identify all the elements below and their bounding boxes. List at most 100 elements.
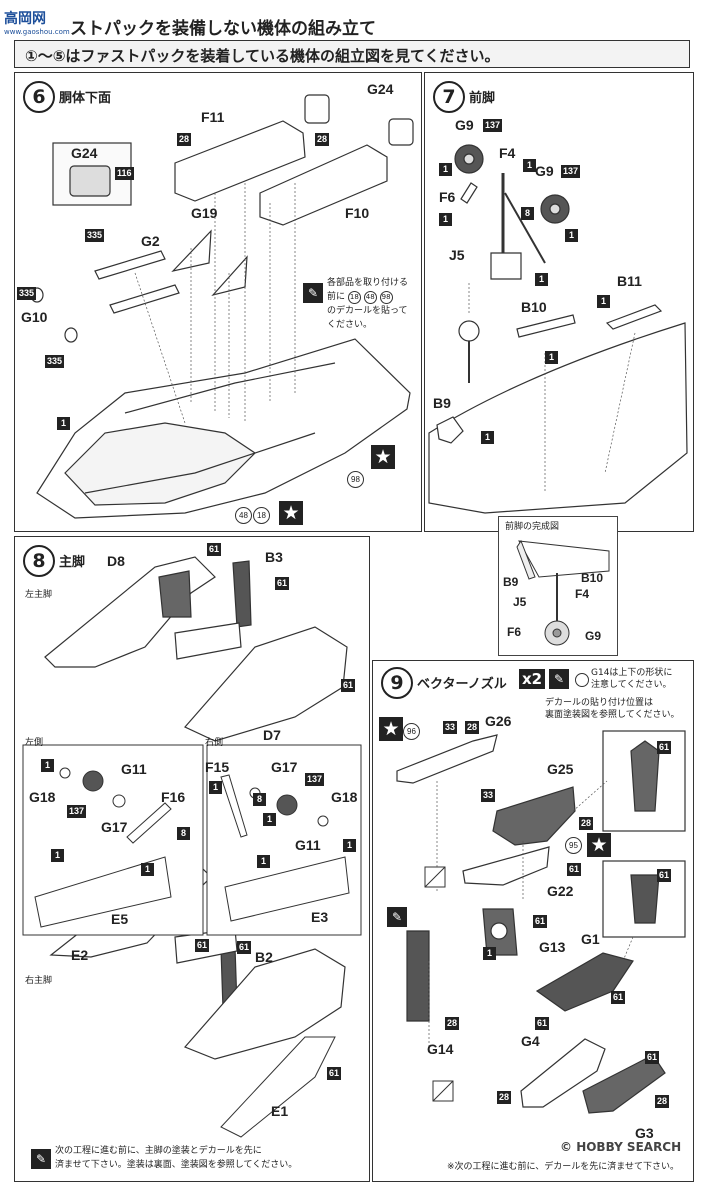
decal-1-c: 1 xyxy=(439,213,452,226)
part-g19: G19 xyxy=(191,205,218,221)
decal-1-f: 1 xyxy=(597,295,610,308)
paint-note-line2: 済ませて下さい。塗装は裏面、塗装図を参照してください。 xyxy=(55,1160,298,1170)
part-g25: G25 xyxy=(547,761,574,777)
decal-8-left: 8 xyxy=(177,827,190,840)
section-6-title: 胴体下面 xyxy=(59,91,112,106)
section-7-number: 7 xyxy=(433,81,465,113)
decal-28-g14: 28 xyxy=(445,1017,460,1030)
part-g13: G13 xyxy=(539,939,566,955)
decal-137-left: 137 xyxy=(67,805,87,818)
part-e1: E1 xyxy=(271,1103,289,1119)
decal-1-right-c: 1 xyxy=(343,839,356,852)
part-f11: F11 xyxy=(201,109,225,125)
subtitle-box: ①～⑤はファストパックを装着している機体の組立図を見てください。 xyxy=(14,40,690,68)
decal-position-note-line2: 裏面塗装図を参照してください。 xyxy=(545,710,680,720)
paint-note-brush-icon: ✎ xyxy=(31,1149,51,1169)
decal-137-b: 137 xyxy=(561,165,581,178)
part-g4: G4 xyxy=(521,1033,540,1049)
decal-61-f: 61 xyxy=(535,1017,550,1030)
decal-circle-18: 18 xyxy=(253,507,270,524)
note-circle-98: 98 xyxy=(379,291,393,304)
g13-brush-icon: ✎ xyxy=(387,907,407,927)
decal-28-f10: 28 xyxy=(315,133,330,146)
decal-note-line4: ください。 xyxy=(327,320,373,330)
part-f6: F6 xyxy=(439,189,456,205)
right-side-label: 右側 xyxy=(205,738,224,748)
part-e3: E3 xyxy=(311,909,329,925)
decal-1-left-b: 1 xyxy=(141,863,154,876)
decal-note-line1: 各部品を取り付ける xyxy=(327,278,409,288)
decal-1-a: 1 xyxy=(439,163,452,176)
part-b2: B2 xyxy=(255,949,273,965)
part-f16: F16 xyxy=(161,789,186,805)
done-title: 前脚の完成図 xyxy=(505,522,560,532)
part-g10: G10 xyxy=(21,309,48,325)
left-side-label: 左側 xyxy=(25,738,44,748)
part-b11: B11 xyxy=(617,273,642,289)
section-8-title: 主脚 xyxy=(59,555,86,570)
copyright-symbol: © xyxy=(560,1140,577,1154)
done-f6: F6 xyxy=(507,625,522,639)
left-main-gear-label: 左主脚 xyxy=(25,590,53,600)
decal-61-b2: 61 xyxy=(237,941,252,954)
decal-circle-48: 48 xyxy=(235,507,252,524)
g14-note-line2: 注意してください。 xyxy=(591,680,672,690)
decal-335-c: 335 xyxy=(45,355,65,368)
note-circle-18: 18 xyxy=(347,291,361,304)
part-g2: G2 xyxy=(141,233,160,249)
decal-note-line2: 前に 18 48 98 xyxy=(327,291,393,304)
g14-note-brush-icon: ✎ xyxy=(549,669,569,689)
decal-61-d: 61 xyxy=(533,915,548,928)
part-g18-right: G18 xyxy=(331,789,358,805)
decal-8: 8 xyxy=(521,207,534,220)
decal-circle-98: 98 xyxy=(347,471,364,488)
part-f4: F4 xyxy=(499,145,516,161)
decal-circle-96: 96 xyxy=(403,723,420,740)
part-d7: D7 xyxy=(263,727,281,743)
section-9-drawing xyxy=(396,730,686,1114)
part-f10: F10 xyxy=(345,205,370,221)
decal-61-e2: 61 xyxy=(195,939,210,952)
part-b10: B10 xyxy=(521,299,547,315)
decal-position-note-line1: デカールの貼り付け位置は xyxy=(545,698,654,708)
done-g9: G9 xyxy=(585,629,602,643)
part-f15: F15 xyxy=(205,759,230,775)
section-8-number: 8 xyxy=(23,545,55,577)
part-g9: G9 xyxy=(535,163,554,179)
section-6-panel: 6 胴体下面 xyxy=(14,72,422,532)
decal-61-d7: 61 xyxy=(341,679,356,692)
g14-note-line1: G14は上下の形状に xyxy=(591,668,673,678)
decal-28-g3: 28 xyxy=(655,1095,670,1108)
part-j5: J5 xyxy=(449,247,465,263)
section-8-panel: 8 主脚 左主脚 右主脚 xyxy=(14,536,370,1182)
part-e2: E2 xyxy=(71,947,89,963)
decal-note-line3: のデカールを貼って xyxy=(327,306,408,316)
decal-1-g: 1 xyxy=(545,351,558,364)
brush-icon: ✎ xyxy=(303,283,323,303)
decal-1-h: 1 xyxy=(481,431,494,444)
star-icon-a: ★ xyxy=(371,445,395,469)
subtitle-text: ①～⑤はファストパックを装着している機体の組立図を見てください。 xyxy=(25,47,500,65)
decal-1-right-d: 1 xyxy=(257,855,270,868)
decal-28-g25: 28 xyxy=(579,817,594,830)
section-9-panel: 9 ベクターノズル x2 ✎ G14は上下の形状に 注意してください。 デカール… xyxy=(372,660,694,1182)
part-g1: G1 xyxy=(581,931,600,947)
part-d8: D8 xyxy=(107,553,125,569)
done-f4: F4 xyxy=(575,587,590,601)
decal-28-g26: 28 xyxy=(465,721,480,734)
decal-61-c: 61 xyxy=(657,869,672,882)
part-g11-right: G11 xyxy=(295,837,321,853)
part-g24: G24 xyxy=(367,81,394,97)
part-g17-right: G17 xyxy=(271,759,298,775)
part-g9-top: G9 xyxy=(455,117,474,133)
decal-1-d: 1 xyxy=(565,229,578,242)
star-icon-b: ★ xyxy=(279,501,303,525)
decal-335-b: 335 xyxy=(17,287,37,300)
part-g3: G3 xyxy=(635,1125,654,1141)
section-8-drawing xyxy=(22,556,362,1138)
done-drawing xyxy=(516,539,610,646)
decal-33-g26: 33 xyxy=(443,721,458,734)
section-6-number: 6 xyxy=(23,81,55,113)
decal-1-b: 1 xyxy=(523,159,536,172)
decal-61-b3: 61 xyxy=(275,577,290,590)
